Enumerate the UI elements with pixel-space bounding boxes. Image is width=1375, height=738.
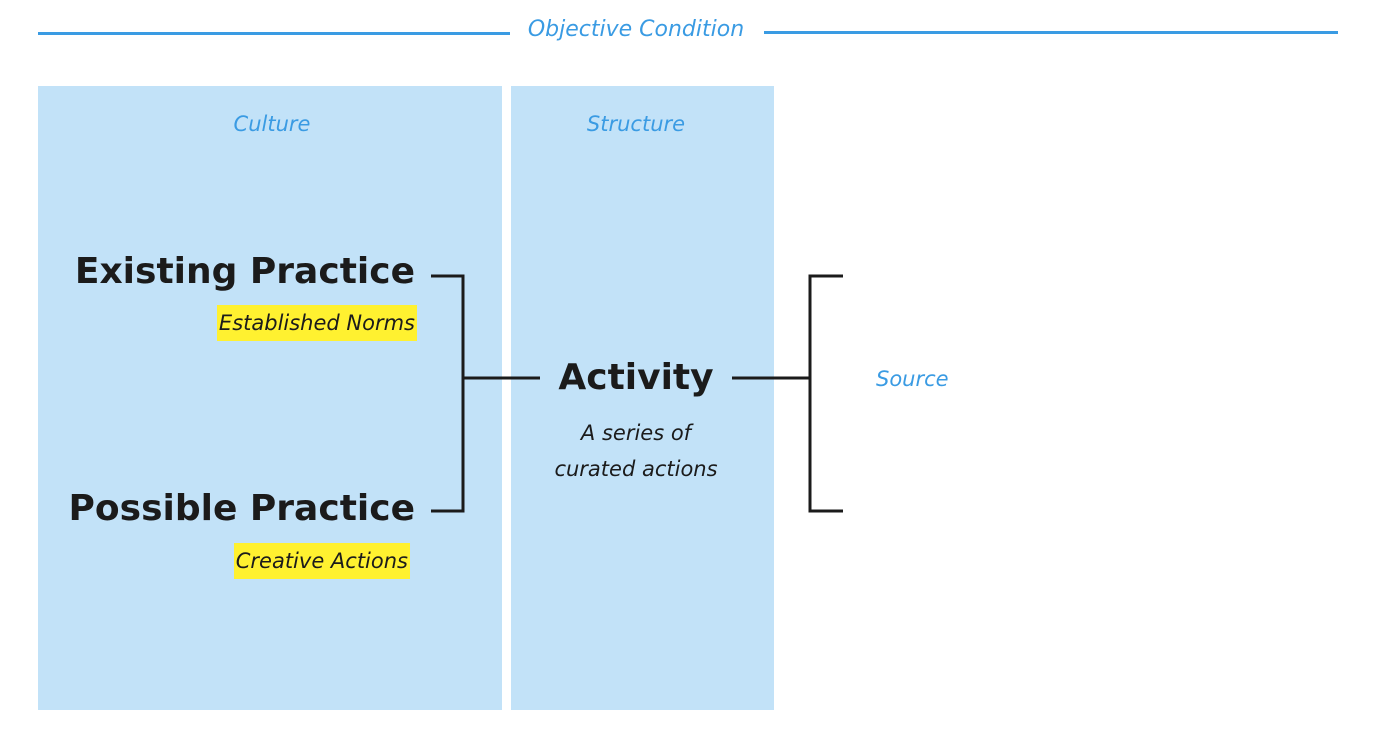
source-label: Source xyxy=(876,367,949,391)
existing-practice-connector xyxy=(431,274,465,513)
structure-panel xyxy=(511,86,774,710)
activity-subtitle-line1: A series of xyxy=(580,421,692,445)
creative-actions-tag: Creative Actions xyxy=(233,543,410,579)
established-norms-tag: Established Norms xyxy=(216,305,417,341)
source-bracket xyxy=(808,274,843,513)
activity-title: Activity xyxy=(558,357,714,398)
objective-condition-title: Objective Condition xyxy=(527,17,745,42)
header-rule-right xyxy=(764,31,1338,34)
header-rule-left xyxy=(38,32,510,35)
culture-label: Culture xyxy=(233,112,311,136)
culture-panel xyxy=(38,86,502,710)
activity-subtitle-line2: curated actions xyxy=(554,457,718,481)
possible-practice-title: Possible Practice xyxy=(68,488,415,529)
structure-label: Structure xyxy=(586,112,686,136)
existing-practice-title: Existing Practice xyxy=(74,251,415,292)
